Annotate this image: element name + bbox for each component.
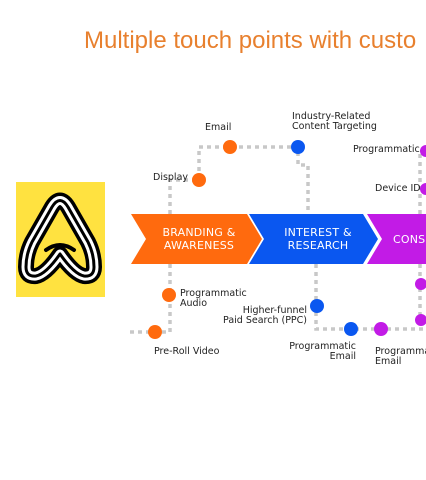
stage-interest-line2: RESEARCH: [287, 239, 349, 252]
stage-awareness-label: BRANDING & AWARENESS: [150, 226, 248, 252]
logo: [16, 182, 105, 297]
dot-purple-right-2: [415, 314, 426, 326]
label-pre-roll: Pre-Roll Video: [154, 346, 220, 357]
stage-consideration-chevron: [367, 214, 426, 264]
stage-consideration-line1: CONS: [393, 233, 426, 246]
dot-purple-right-1: [415, 278, 426, 290]
label-industry-line1: Industry-Related: [292, 111, 371, 122]
label-display: Display: [153, 172, 189, 183]
label-prog-email-2-line1: Programma: [375, 347, 426, 357]
connector-bottom-mid: [314, 264, 426, 331]
label-prog-email-2: Programma Email: [375, 347, 426, 367]
label-prog-email-line1: Programmatic: [289, 341, 356, 352]
stage-awareness-line2: AWARENESS: [163, 239, 235, 252]
dot-ppc: [310, 299, 324, 313]
a-monogram-logo-icon: [18, 192, 102, 285]
dot-prog-email-blue: [344, 322, 358, 336]
label-programmatic-audio: Programmatic Audio: [180, 289, 247, 309]
stage-interest-label: INTEREST & RESEARCH: [270, 226, 366, 252]
dot-email: [223, 140, 237, 154]
dot-display: [192, 173, 206, 187]
label-industry: Industry-Related Content Targeting: [292, 112, 377, 132]
dot-programmatic: [420, 145, 426, 157]
label-programmatic-audio-line2: Audio: [180, 298, 208, 309]
stage-interest-chevron: [249, 214, 378, 264]
label-ppc-line2: Paid Search (PPC): [223, 315, 307, 326]
dot-pre-roll: [148, 325, 162, 339]
label-prog-email: Programmatic Email: [270, 342, 356, 362]
dot-prog-email-purple: [374, 322, 388, 336]
dot-industry: [291, 140, 305, 154]
connector-top-left: [168, 145, 310, 214]
label-email: Email: [205, 122, 232, 133]
label-programmatic: Programmatic: [353, 144, 420, 155]
label-device-id: Device ID: [375, 183, 421, 194]
label-prog-email-2-line2: Email: [375, 356, 402, 367]
label-industry-line2: Content Targeting: [292, 121, 377, 132]
dot-device-id: [420, 183, 426, 195]
page-title: Multiple touch points with custo: [84, 27, 417, 54]
stage-awareness-chevron: [131, 214, 262, 264]
label-ppc: Higher-funnel Paid Search (PPC): [222, 306, 307, 326]
stage-interest-line1: INTEREST &: [284, 226, 352, 239]
stage-awareness-line1: BRANDING &: [162, 226, 236, 239]
label-ppc-line1: Higher-funnel: [242, 305, 307, 316]
label-prog-email-line2: Email: [329, 351, 356, 362]
stage-consideration-label: CONS: [393, 233, 426, 246]
dot-programmatic-audio: [162, 288, 176, 302]
label-programmatic-audio-line1: Programmatic: [180, 288, 247, 299]
